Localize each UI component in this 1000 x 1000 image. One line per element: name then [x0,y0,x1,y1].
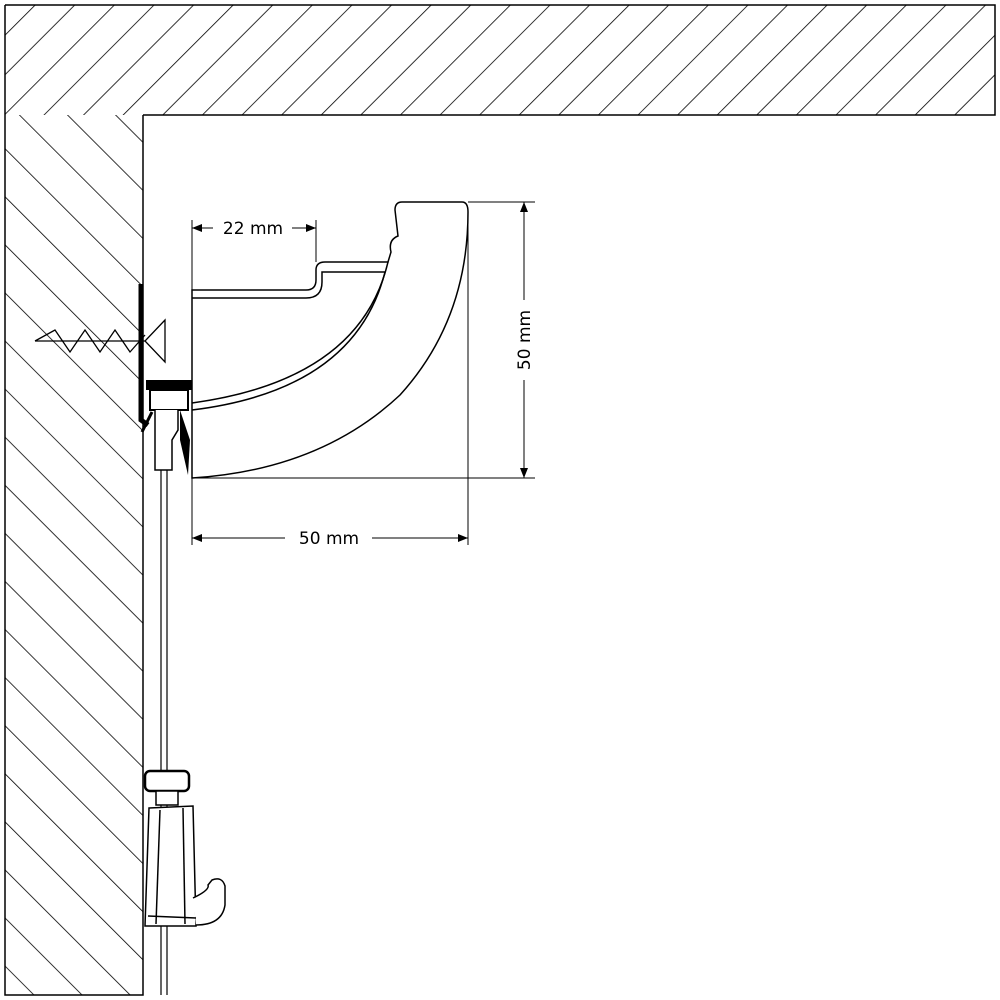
mounting-rail [138,284,192,475]
dimension-label-height: 50 mm [515,310,535,370]
ceiling-section [5,4,996,116]
dimension-label-depth: 50 mm [299,529,359,549]
dimension-label-22mm: 22 mm [223,219,283,239]
picture-hook [143,769,226,927]
dimension-lines [191,201,535,545]
wall-section [4,5,144,996]
dimension-arrows [192,202,528,542]
cove-profile [191,201,469,479]
